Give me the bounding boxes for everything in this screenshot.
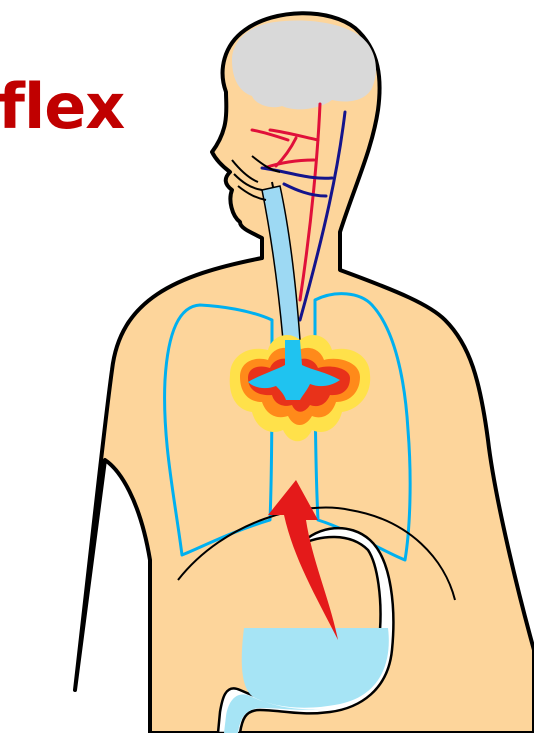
brain-shape (232, 21, 376, 110)
